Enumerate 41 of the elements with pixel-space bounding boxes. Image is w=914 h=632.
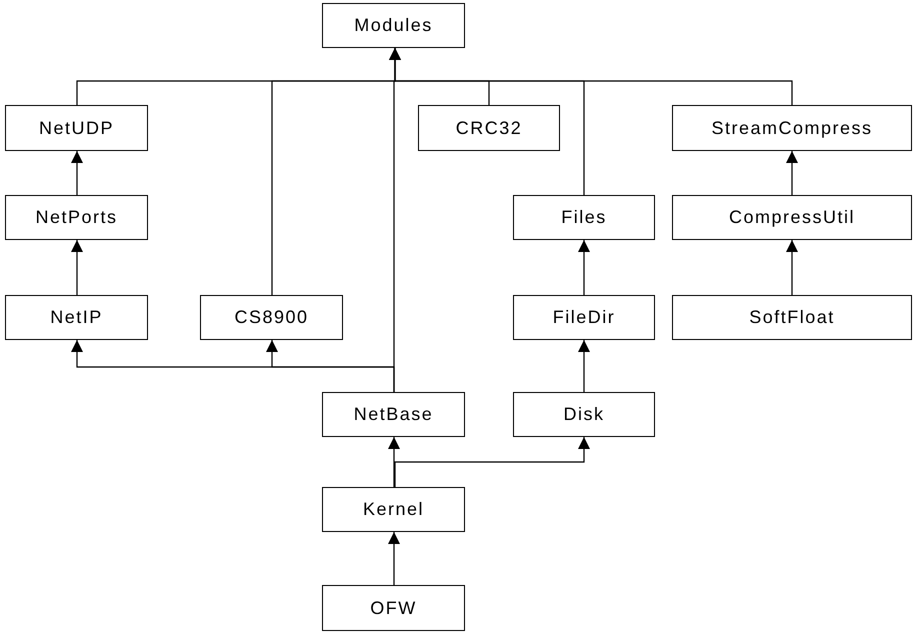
module-box	[513, 295, 655, 340]
arrow	[388, 437, 400, 487]
arrow	[786, 240, 798, 295]
module-label: NetPorts	[35, 207, 118, 228]
module-label: Modules	[354, 15, 433, 36]
module-label: NetBase	[354, 404, 434, 425]
module-box	[5, 295, 148, 340]
module-box	[5, 105, 148, 151]
module-box	[5, 195, 148, 240]
module-label: StreamCompress	[711, 118, 873, 138]
module-box	[200, 295, 343, 340]
module-label: FileDir	[552, 307, 616, 328]
module-label: NetIP	[50, 307, 103, 328]
module-box	[672, 195, 912, 240]
module-label: NetUDP	[38, 118, 114, 138]
module-label: SoftFloat	[749, 307, 835, 328]
arrow	[71, 240, 83, 295]
arrow	[578, 340, 590, 392]
module-box	[418, 105, 560, 151]
module-label: CRC32	[456, 118, 522, 138]
arrow	[71, 151, 83, 195]
module-box	[513, 392, 655, 437]
module-label: Files	[561, 207, 607, 228]
module-box	[672, 295, 912, 340]
module-label: CS8900	[234, 307, 309, 328]
module-box	[322, 392, 465, 437]
arrow	[266, 340, 395, 392]
module-box	[322, 3, 465, 48]
module-box	[672, 105, 912, 151]
module-label: CompressUtil	[728, 207, 856, 228]
arrow	[786, 151, 798, 195]
arrow	[388, 532, 400, 585]
module-label: Kernel	[362, 499, 424, 520]
arrow	[578, 240, 590, 295]
module-label: Disk	[564, 404, 604, 425]
arrow	[394, 437, 590, 487]
module-box	[322, 585, 465, 631]
module-label: OFW	[370, 598, 417, 618]
module-box	[513, 195, 655, 240]
module-box	[322, 487, 465, 532]
arrow	[389, 48, 793, 105]
